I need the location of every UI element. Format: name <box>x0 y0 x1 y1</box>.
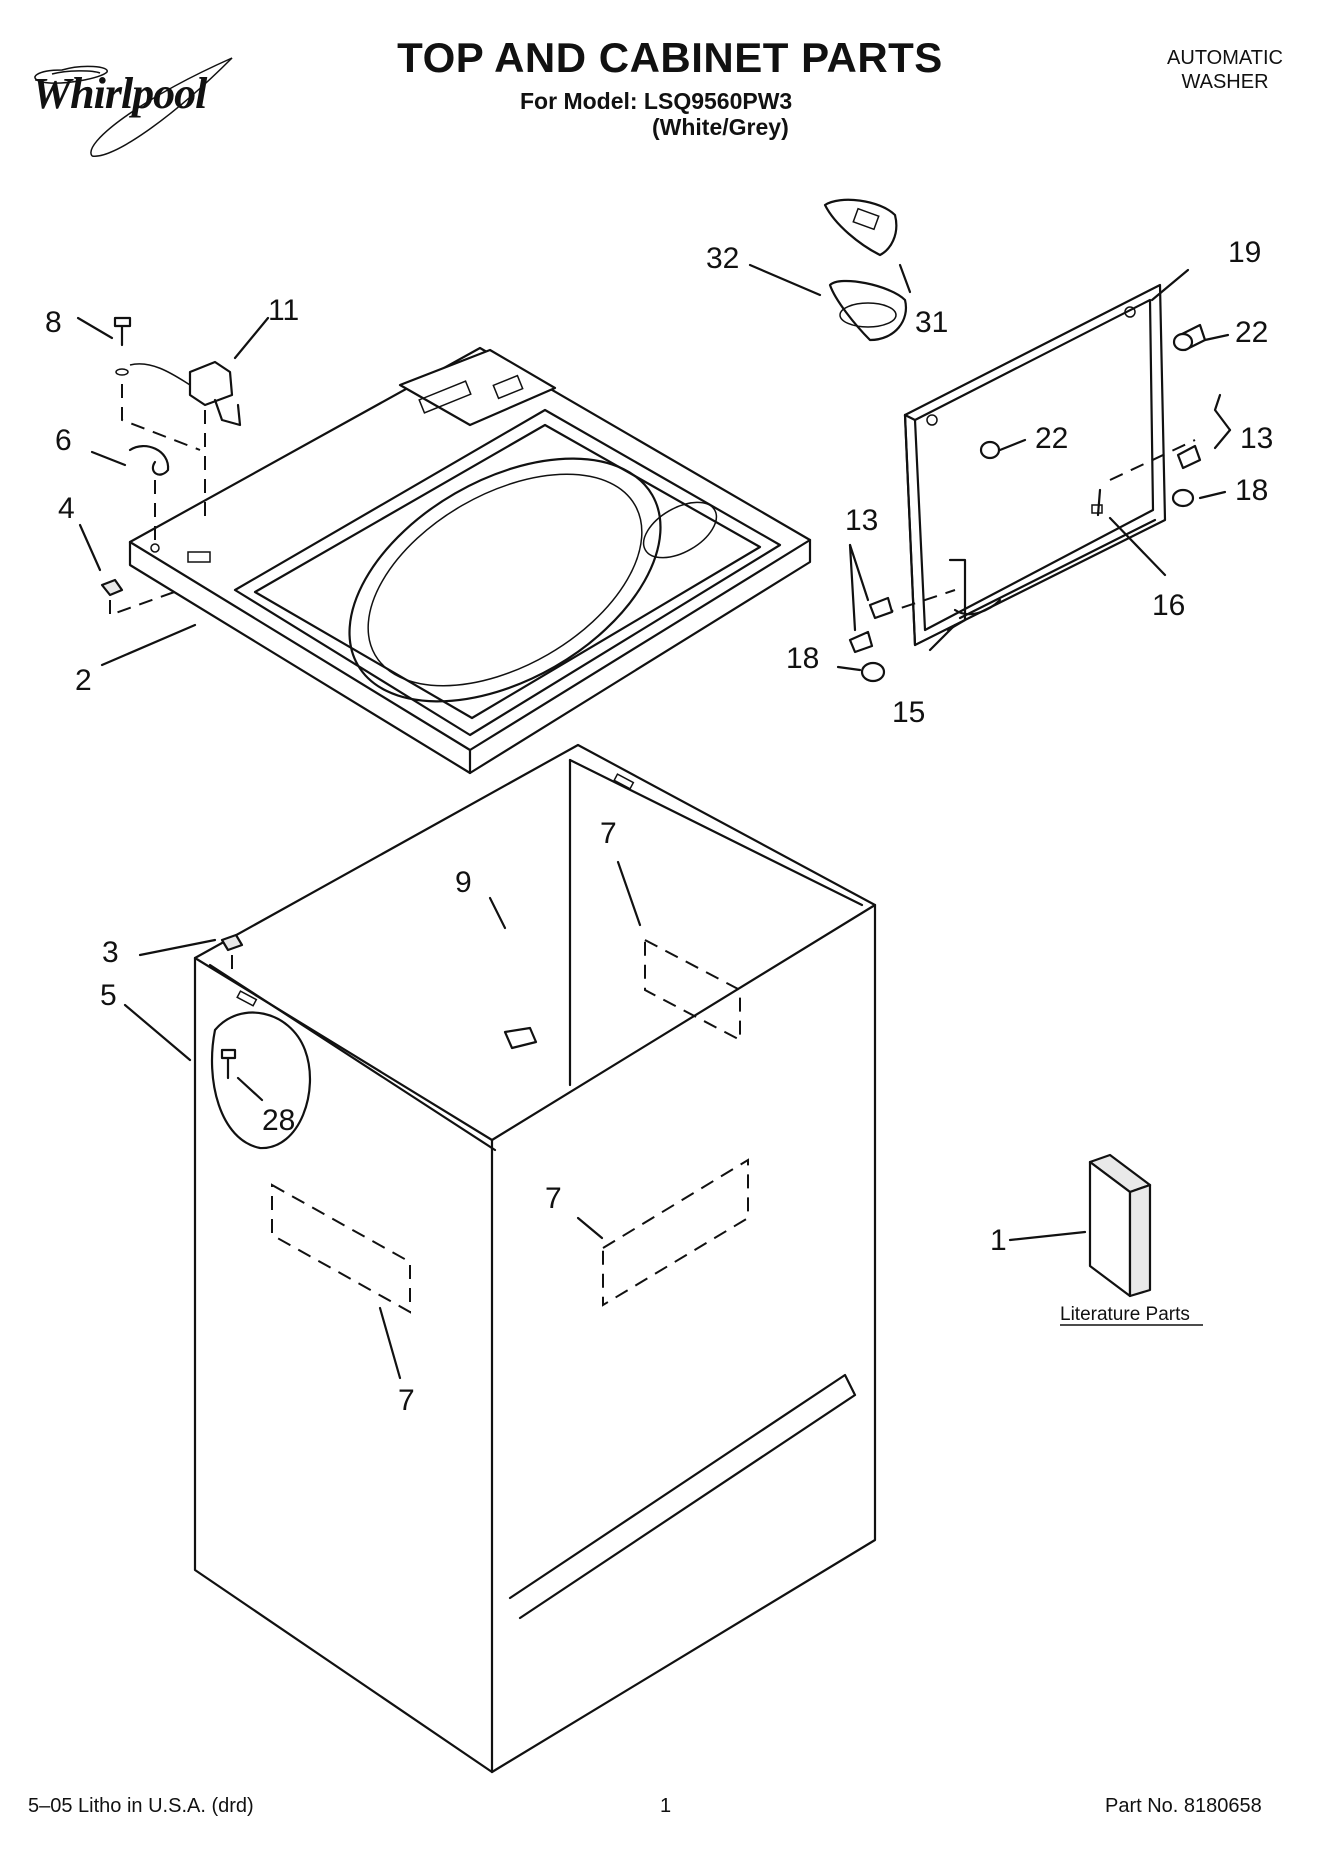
callout-16: 16 <box>1152 589 1185 622</box>
footer-part-number: Part No. 8180658 <box>1105 1795 1262 1817</box>
whirlpool-logo <box>34 57 233 157</box>
model-line: For Model: LSQ9560PW3 <box>520 88 793 114</box>
callout-5: 5 <box>100 979 117 1012</box>
callout-7-right: 7 <box>545 1182 562 1215</box>
dispenser-parts <box>823 198 908 342</box>
callout-9: 9 <box>455 866 472 899</box>
callout-13-left: 13 <box>845 504 878 537</box>
footer-page-number: 1 <box>660 1795 672 1817</box>
callout-4: 4 <box>58 492 75 525</box>
leader-lines <box>76 263 1232 1380</box>
callout-18-right: 18 <box>1235 474 1268 507</box>
callout-22-top: 22 <box>1235 316 1268 349</box>
footer-litho: 5–05 Litho in U.S.A. (drd) <box>28 1795 254 1817</box>
callout-3: 3 <box>102 936 119 969</box>
callout-13-right: 13 <box>1240 422 1273 455</box>
literature-parts <box>1088 1153 1152 1298</box>
color-line: (White/Grey) <box>652 114 789 140</box>
callout-18-left: 18 <box>786 642 819 675</box>
callout-7-back: 7 <box>600 817 617 850</box>
callout-6: 6 <box>55 424 72 457</box>
callout-19: 19 <box>1228 236 1261 269</box>
product-type: AUTOMATIC WASHER <box>1150 46 1300 94</box>
callout-32: 32 <box>706 242 739 275</box>
washer-top-panel <box>128 346 812 775</box>
lid-switch-assembly <box>100 316 242 617</box>
callout-2: 2 <box>75 664 92 697</box>
callout-22-mid: 22 <box>1035 422 1068 455</box>
product-type-line2: WASHER <box>1181 71 1269 93</box>
callout-15: 15 <box>892 696 925 729</box>
washer-cabinet <box>193 743 877 1774</box>
callout-1: 1 <box>990 1224 1007 1257</box>
callout-31: 31 <box>915 306 948 339</box>
page-title: TOP AND CABINET PARTS <box>397 34 943 81</box>
brand-wordmark: Whirlpool <box>32 69 207 118</box>
callout-11: 11 <box>268 294 299 327</box>
product-type-line1: AUTOMATIC <box>1167 47 1283 69</box>
literature-parts-label: Literature Parts <box>1060 1304 1190 1325</box>
callout-28: 28 <box>262 1104 295 1137</box>
callout-8: 8 <box>45 306 62 339</box>
callout-7-left: 7 <box>398 1384 415 1417</box>
